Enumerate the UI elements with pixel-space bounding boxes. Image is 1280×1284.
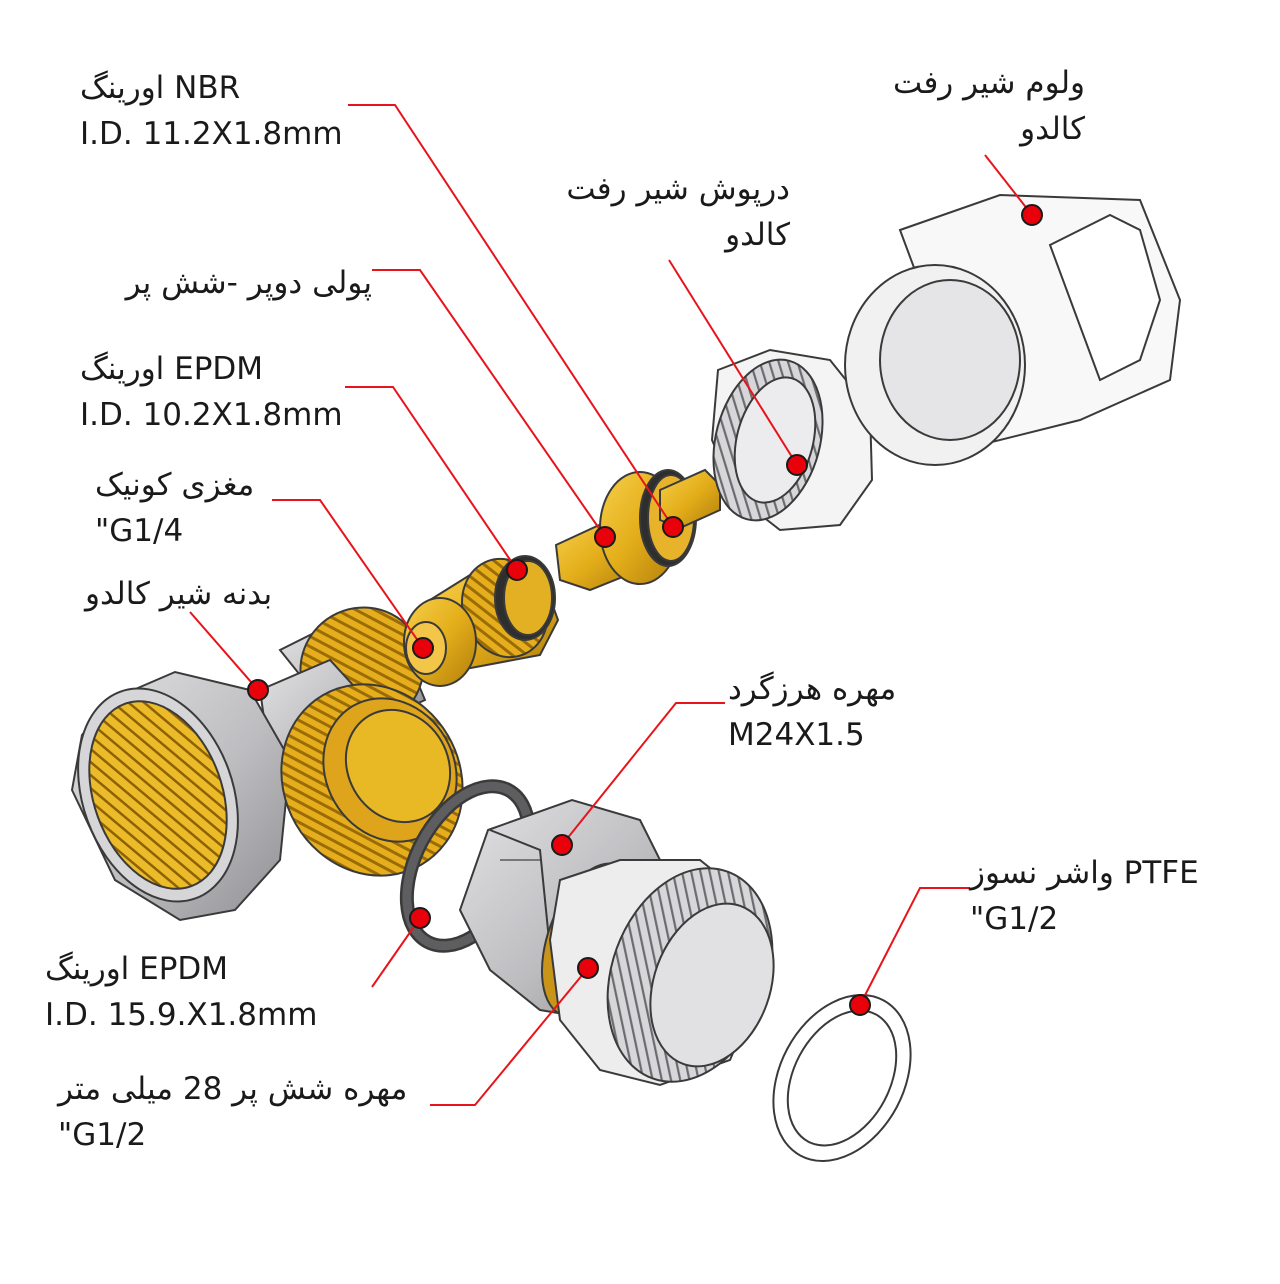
leader-cone-core bbox=[272, 499, 424, 649]
label-nbr-oring-spec: I.D. 11.2X1.8mm bbox=[80, 116, 343, 152]
label-epdm-small: اورینگ EPDM I.D. 10.2X1.8mm bbox=[80, 346, 343, 438]
label-ptfe-washer-title: واشر نسوز PTFE bbox=[970, 855, 1199, 891]
marker-epdm-large bbox=[409, 907, 431, 929]
label-pulley-title: پولی دوپر -شش پر bbox=[125, 265, 372, 301]
part-hex-nut bbox=[548, 859, 775, 1087]
part-pulley bbox=[554, 468, 721, 592]
markers bbox=[247, 204, 1043, 1016]
label-epdm-small-title: اورینگ EPDM bbox=[80, 351, 264, 387]
label-epdm-large-title: اورینگ EPDM bbox=[45, 951, 229, 987]
part-ptfe-washer bbox=[772, 994, 912, 1162]
leader-hex-nut bbox=[430, 967, 589, 1106]
marker-cap bbox=[786, 454, 808, 476]
label-cone-core-title: مغزی کونیک bbox=[95, 467, 255, 503]
label-pulley: پولی دوپر -شش پر bbox=[126, 260, 372, 306]
marker-pulley bbox=[594, 526, 616, 548]
leader-pulley bbox=[372, 269, 606, 538]
marker-union-nut bbox=[551, 834, 573, 856]
marker-nbr-oring bbox=[662, 516, 684, 538]
label-ptfe-washer: واشر نسوز PTFE "G1/2 bbox=[970, 850, 1199, 942]
label-union-nut-spec: M24X1.5 bbox=[728, 717, 865, 753]
label-hex-nut: مهره شش پر 28 میلی متر "G1/2 bbox=[58, 1066, 407, 1158]
leader-nbr-oring bbox=[348, 104, 674, 528]
label-cap-sub: کالدو bbox=[725, 217, 790, 253]
part-cap bbox=[710, 348, 874, 532]
label-hex-nut-title: مهره شش پر 28 میلی متر bbox=[58, 1071, 408, 1107]
leader-epdm-large bbox=[371, 917, 421, 988]
label-epdm-small-spec: I.D. 10.2X1.8mm bbox=[80, 397, 343, 433]
part-cone-core bbox=[403, 555, 560, 687]
label-cap-title: درپوش شیر رفت bbox=[566, 171, 790, 207]
label-volume-title: ولوم شیر رفت bbox=[893, 65, 1085, 101]
label-nbr-oring: اورینگ NBR I.D. 11.2X1.8mm bbox=[80, 65, 343, 157]
label-volume: ولوم شیر رفت کالدو bbox=[893, 60, 1085, 152]
marker-hex-nut bbox=[577, 957, 599, 979]
marker-valve-body bbox=[247, 679, 269, 701]
marker-volume bbox=[1021, 204, 1043, 226]
label-volume-sub: کالدو bbox=[1020, 111, 1085, 147]
label-epdm-large: اورینگ EPDM I.D. 15.9.X1.8mm bbox=[45, 946, 317, 1038]
label-epdm-large-spec: I.D. 15.9.X1.8mm bbox=[45, 997, 318, 1033]
label-union-nut-title: مهره هرزگرد bbox=[728, 671, 897, 707]
leader-lines bbox=[189, 104, 1033, 1106]
leader-valve-body bbox=[189, 611, 259, 691]
leader-cap bbox=[668, 259, 798, 466]
label-valve-body-title: بدنه شیر کالدو bbox=[85, 576, 273, 612]
part-valve-body bbox=[70, 606, 464, 922]
marker-ptfe bbox=[849, 994, 871, 1016]
label-cap: درپوش شیر رفت کالدو bbox=[566, 166, 790, 258]
leader-ptfe bbox=[859, 887, 970, 1006]
label-cone-core-spec: "G1/4 bbox=[95, 513, 184, 549]
label-union-nut: مهره هرزگرد M24X1.5 bbox=[728, 666, 896, 758]
leader-epdm-small bbox=[345, 386, 518, 571]
label-ptfe-washer-spec: "G1/2 bbox=[970, 901, 1059, 937]
label-hex-nut-spec: "G1/2 bbox=[58, 1117, 147, 1153]
marker-cone-core bbox=[412, 637, 434, 659]
label-cone-core: مغزی کونیک "G1/4 bbox=[95, 462, 254, 554]
marker-epdm-small bbox=[506, 559, 528, 581]
part-volume bbox=[844, 193, 1182, 466]
label-nbr-oring-title: اورینگ NBR bbox=[80, 70, 241, 106]
leader-volume bbox=[984, 154, 1033, 216]
leader-union-nut bbox=[561, 702, 725, 846]
label-valve-body: بدنه شیر کالدو bbox=[85, 571, 272, 617]
